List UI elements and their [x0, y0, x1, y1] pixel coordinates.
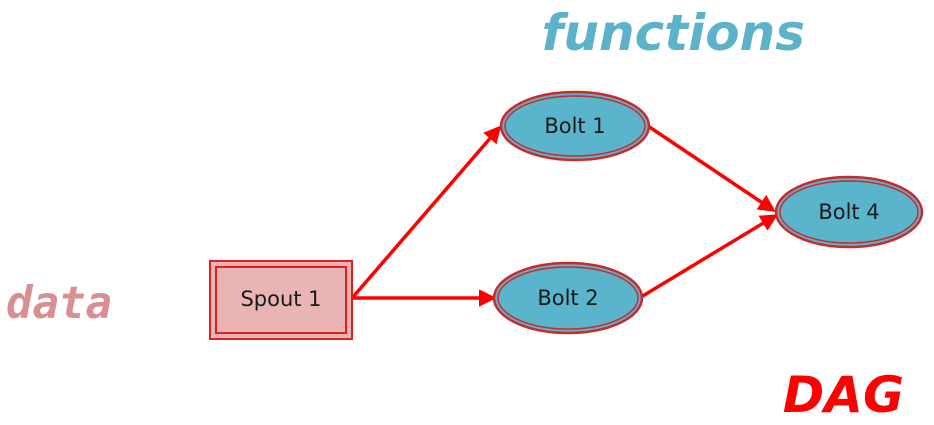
bolt-2-node: Bolt 2	[492, 261, 644, 335]
edge-bolt1-bolt4	[647, 124, 776, 212]
functions-label: functions	[542, 4, 805, 62]
dag-label: DAG	[783, 366, 904, 424]
spout-1-label: Spout 1	[240, 287, 321, 311]
bolt-4-node: Bolt 4	[774, 175, 924, 249]
bolt-1-label: Bolt 1	[544, 114, 605, 138]
spout-1-node: Spout 1	[209, 260, 353, 340]
bolt-4-label: Bolt 4	[818, 200, 879, 224]
bolt-1-node: Bolt 1	[499, 90, 651, 162]
data-label: data	[6, 278, 112, 329]
edge-bolt2-bolt4	[640, 214, 778, 299]
edge-spout1-bolt1	[351, 125, 502, 299]
bolt-2-label: Bolt 2	[537, 286, 598, 310]
